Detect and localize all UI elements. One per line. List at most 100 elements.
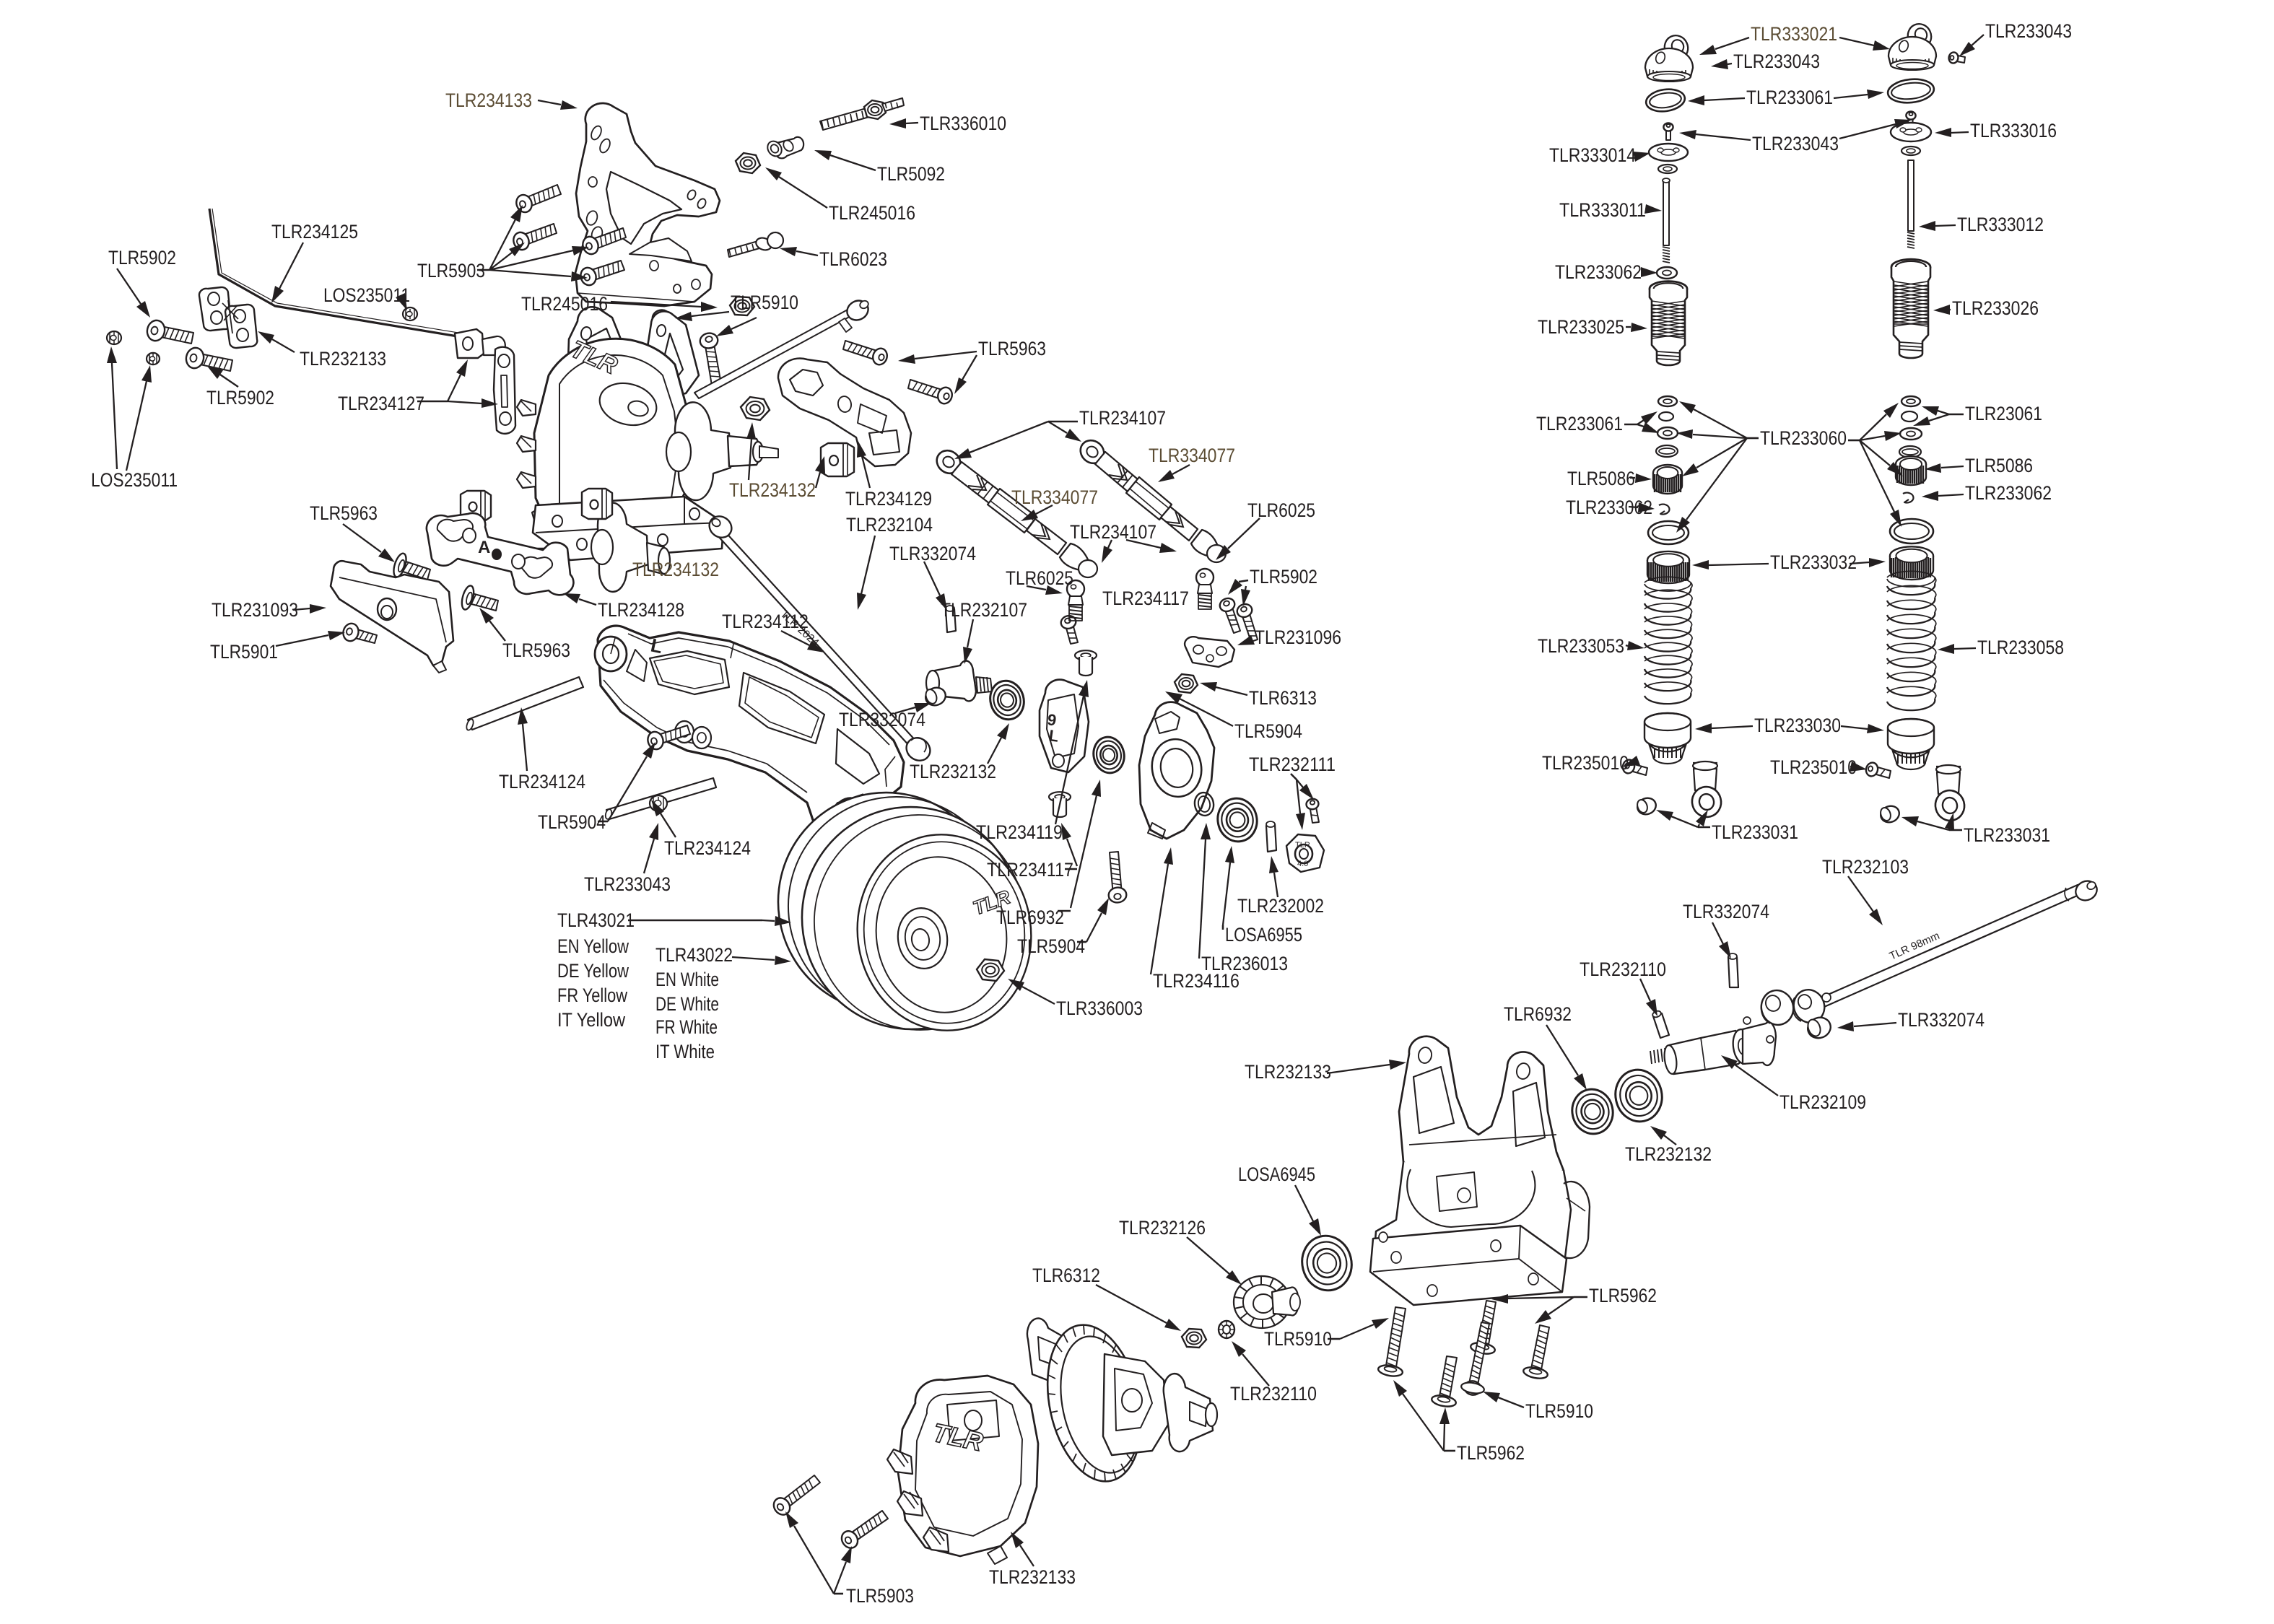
svg-text:TLR232126: TLR232126 bbox=[1119, 1217, 1206, 1239]
svg-text:EN White: EN White bbox=[655, 969, 719, 990]
svg-text:TLR233031: TLR233031 bbox=[1964, 824, 2050, 846]
svg-text:LOS235011: LOS235011 bbox=[323, 284, 410, 306]
svg-text:TLR234117: TLR234117 bbox=[1102, 588, 1189, 609]
svg-text:TLR233043: TLR233043 bbox=[1733, 51, 1820, 72]
svg-text:TLR232109: TLR232109 bbox=[1779, 1091, 1866, 1113]
svg-text:TLR333021: TLR333021 bbox=[1751, 23, 1837, 45]
svg-text:IT White: IT White bbox=[655, 1041, 715, 1062]
svg-text:TLR5902: TLR5902 bbox=[108, 247, 176, 269]
svg-text:TLR333014: TLR333014 bbox=[1549, 144, 1636, 166]
svg-text:L: L bbox=[1047, 726, 1060, 746]
svg-text:TLR6023: TLR6023 bbox=[819, 248, 887, 270]
svg-text:TLR232133: TLR232133 bbox=[1245, 1061, 1331, 1083]
svg-text:TLR233053: TLR233053 bbox=[1538, 635, 1624, 657]
svg-text:TLR333012: TLR333012 bbox=[1957, 214, 2044, 235]
svg-text:TLR43022: TLR43022 bbox=[655, 944, 733, 966]
svg-text:TLR6313: TLR6313 bbox=[1249, 687, 1317, 709]
svg-text:LOSA6945: LOSA6945 bbox=[1238, 1164, 1315, 1185]
svg-text:L: L bbox=[649, 634, 665, 658]
svg-text:TLR6932: TLR6932 bbox=[1504, 1003, 1572, 1025]
svg-text:TLR332074: TLR332074 bbox=[839, 709, 925, 730]
svg-text:TLR334077: TLR334077 bbox=[1011, 486, 1098, 508]
svg-text:TLR234128: TLR234128 bbox=[598, 599, 684, 621]
svg-text:TLR235010: TLR235010 bbox=[1542, 752, 1629, 774]
svg-text:TLR236013: TLR236013 bbox=[1201, 953, 1288, 974]
svg-text:TLR5904: TLR5904 bbox=[538, 811, 606, 833]
svg-text:TLR23061: TLR23061 bbox=[1965, 403, 2042, 424]
svg-text:TLR5910: TLR5910 bbox=[731, 292, 798, 313]
svg-text:TLR233043: TLR233043 bbox=[1985, 20, 2072, 42]
svg-text:TLR5910: TLR5910 bbox=[1525, 1400, 1593, 1422]
svg-text:TLR5903: TLR5903 bbox=[846, 1585, 914, 1607]
svg-text:TLR232107: TLR232107 bbox=[941, 599, 1027, 621]
svg-text:TLR5903: TLR5903 bbox=[417, 260, 485, 281]
svg-text:TLR232103: TLR232103 bbox=[1822, 856, 1909, 878]
svg-text:TLR233062: TLR233062 bbox=[1555, 261, 1642, 283]
svg-text:TLR5902: TLR5902 bbox=[1250, 566, 1317, 588]
svg-text:TLR233025: TLR233025 bbox=[1538, 316, 1624, 338]
svg-text:TLR234125: TLR234125 bbox=[271, 221, 358, 243]
svg-text:TLR232132: TLR232132 bbox=[910, 761, 996, 782]
svg-text:TLR245016: TLR245016 bbox=[829, 202, 915, 224]
svg-text:TLR336010: TLR336010 bbox=[920, 113, 1006, 134]
svg-text:4.0: 4.0 bbox=[1297, 860, 1308, 868]
svg-text:TLR232132: TLR232132 bbox=[1625, 1143, 1712, 1165]
svg-text:TLR334077: TLR334077 bbox=[1149, 445, 1235, 466]
svg-text:TLR234132: TLR234132 bbox=[729, 479, 816, 501]
svg-text:TLR232110: TLR232110 bbox=[1230, 1383, 1317, 1405]
svg-text:TLR234129: TLR234129 bbox=[845, 488, 932, 510]
svg-text:TLR333011: TLR333011 bbox=[1559, 199, 1646, 221]
svg-text:TLR332074: TLR332074 bbox=[1898, 1009, 1985, 1031]
svg-text:TLR5963: TLR5963 bbox=[310, 502, 378, 524]
svg-text:TLR234124: TLR234124 bbox=[664, 837, 751, 859]
svg-text:TLR234107: TLR234107 bbox=[1079, 407, 1166, 429]
svg-text:TLR231096: TLR231096 bbox=[1255, 627, 1341, 648]
svg-text:TLR233043: TLR233043 bbox=[1752, 133, 1839, 154]
svg-text:TLR6025: TLR6025 bbox=[1247, 499, 1315, 521]
svg-text:LOSA6955: LOSA6955 bbox=[1225, 924, 1302, 946]
svg-text:TLR5963: TLR5963 bbox=[502, 639, 570, 661]
svg-text:FR White: FR White bbox=[655, 1016, 718, 1038]
svg-text:TLR5910: TLR5910 bbox=[1264, 1328, 1332, 1350]
svg-text:TLR234133: TLR234133 bbox=[445, 90, 532, 111]
svg-text:A: A bbox=[478, 538, 490, 557]
svg-text:TLR232111: TLR232111 bbox=[1249, 754, 1336, 775]
svg-text:TLR233062: TLR233062 bbox=[1566, 497, 1652, 518]
svg-text:TLR5962: TLR5962 bbox=[1457, 1442, 1525, 1464]
svg-text:TLR5092: TLR5092 bbox=[877, 163, 945, 185]
svg-text:TLR233062: TLR233062 bbox=[1965, 482, 2052, 504]
svg-text:9: 9 bbox=[1046, 710, 1058, 729]
svg-text:TLR5086: TLR5086 bbox=[1567, 468, 1635, 489]
svg-text:TLR5963: TLR5963 bbox=[978, 338, 1046, 359]
svg-text:TLR235010: TLR235010 bbox=[1770, 756, 1857, 778]
svg-text:TLR332074: TLR332074 bbox=[1683, 901, 1769, 922]
svg-text:TLR233061: TLR233061 bbox=[1536, 413, 1623, 435]
svg-text:TLR234119: TLR234119 bbox=[976, 821, 1063, 843]
svg-text:TLR233058: TLR233058 bbox=[1977, 637, 2064, 658]
svg-text:EN Yellow: EN Yellow bbox=[557, 935, 629, 957]
svg-text:TLR232133: TLR232133 bbox=[300, 348, 386, 370]
svg-text:TLR6312: TLR6312 bbox=[1032, 1265, 1100, 1286]
svg-text:TLR234116: TLR234116 bbox=[1153, 970, 1240, 992]
svg-text:TLR234117: TLR234117 bbox=[987, 859, 1073, 881]
svg-text:TLR233030: TLR233030 bbox=[1754, 715, 1841, 736]
svg-text:TLR234132: TLR234132 bbox=[632, 559, 719, 580]
svg-text:TLR5904: TLR5904 bbox=[1234, 720, 1302, 742]
svg-text:TLR: TLR bbox=[1295, 841, 1310, 850]
svg-text:TLR43021: TLR43021 bbox=[557, 909, 635, 931]
svg-text:TLR231093: TLR231093 bbox=[212, 599, 298, 621]
svg-text:IT Yellow: IT Yellow bbox=[557, 1009, 625, 1031]
svg-text:DE Yellow: DE Yellow bbox=[557, 960, 629, 982]
svg-text:TLR233043: TLR233043 bbox=[584, 873, 671, 895]
svg-text:TLR6932: TLR6932 bbox=[996, 907, 1064, 928]
svg-text:TLR233026: TLR233026 bbox=[1952, 297, 2039, 319]
svg-text:TLR233032: TLR233032 bbox=[1770, 551, 1857, 573]
svg-text:LOS235011: LOS235011 bbox=[91, 469, 178, 491]
svg-text:TLR233031: TLR233031 bbox=[1712, 821, 1798, 843]
svg-text:TLR234124: TLR234124 bbox=[499, 771, 585, 793]
svg-text:TLR232133: TLR232133 bbox=[989, 1566, 1076, 1588]
svg-text:TLR234107: TLR234107 bbox=[1070, 521, 1156, 543]
svg-text:TLR5901: TLR5901 bbox=[210, 641, 278, 663]
svg-text:TLR234112: TLR234112 bbox=[722, 611, 809, 632]
svg-text:TLR232104: TLR232104 bbox=[846, 514, 933, 536]
